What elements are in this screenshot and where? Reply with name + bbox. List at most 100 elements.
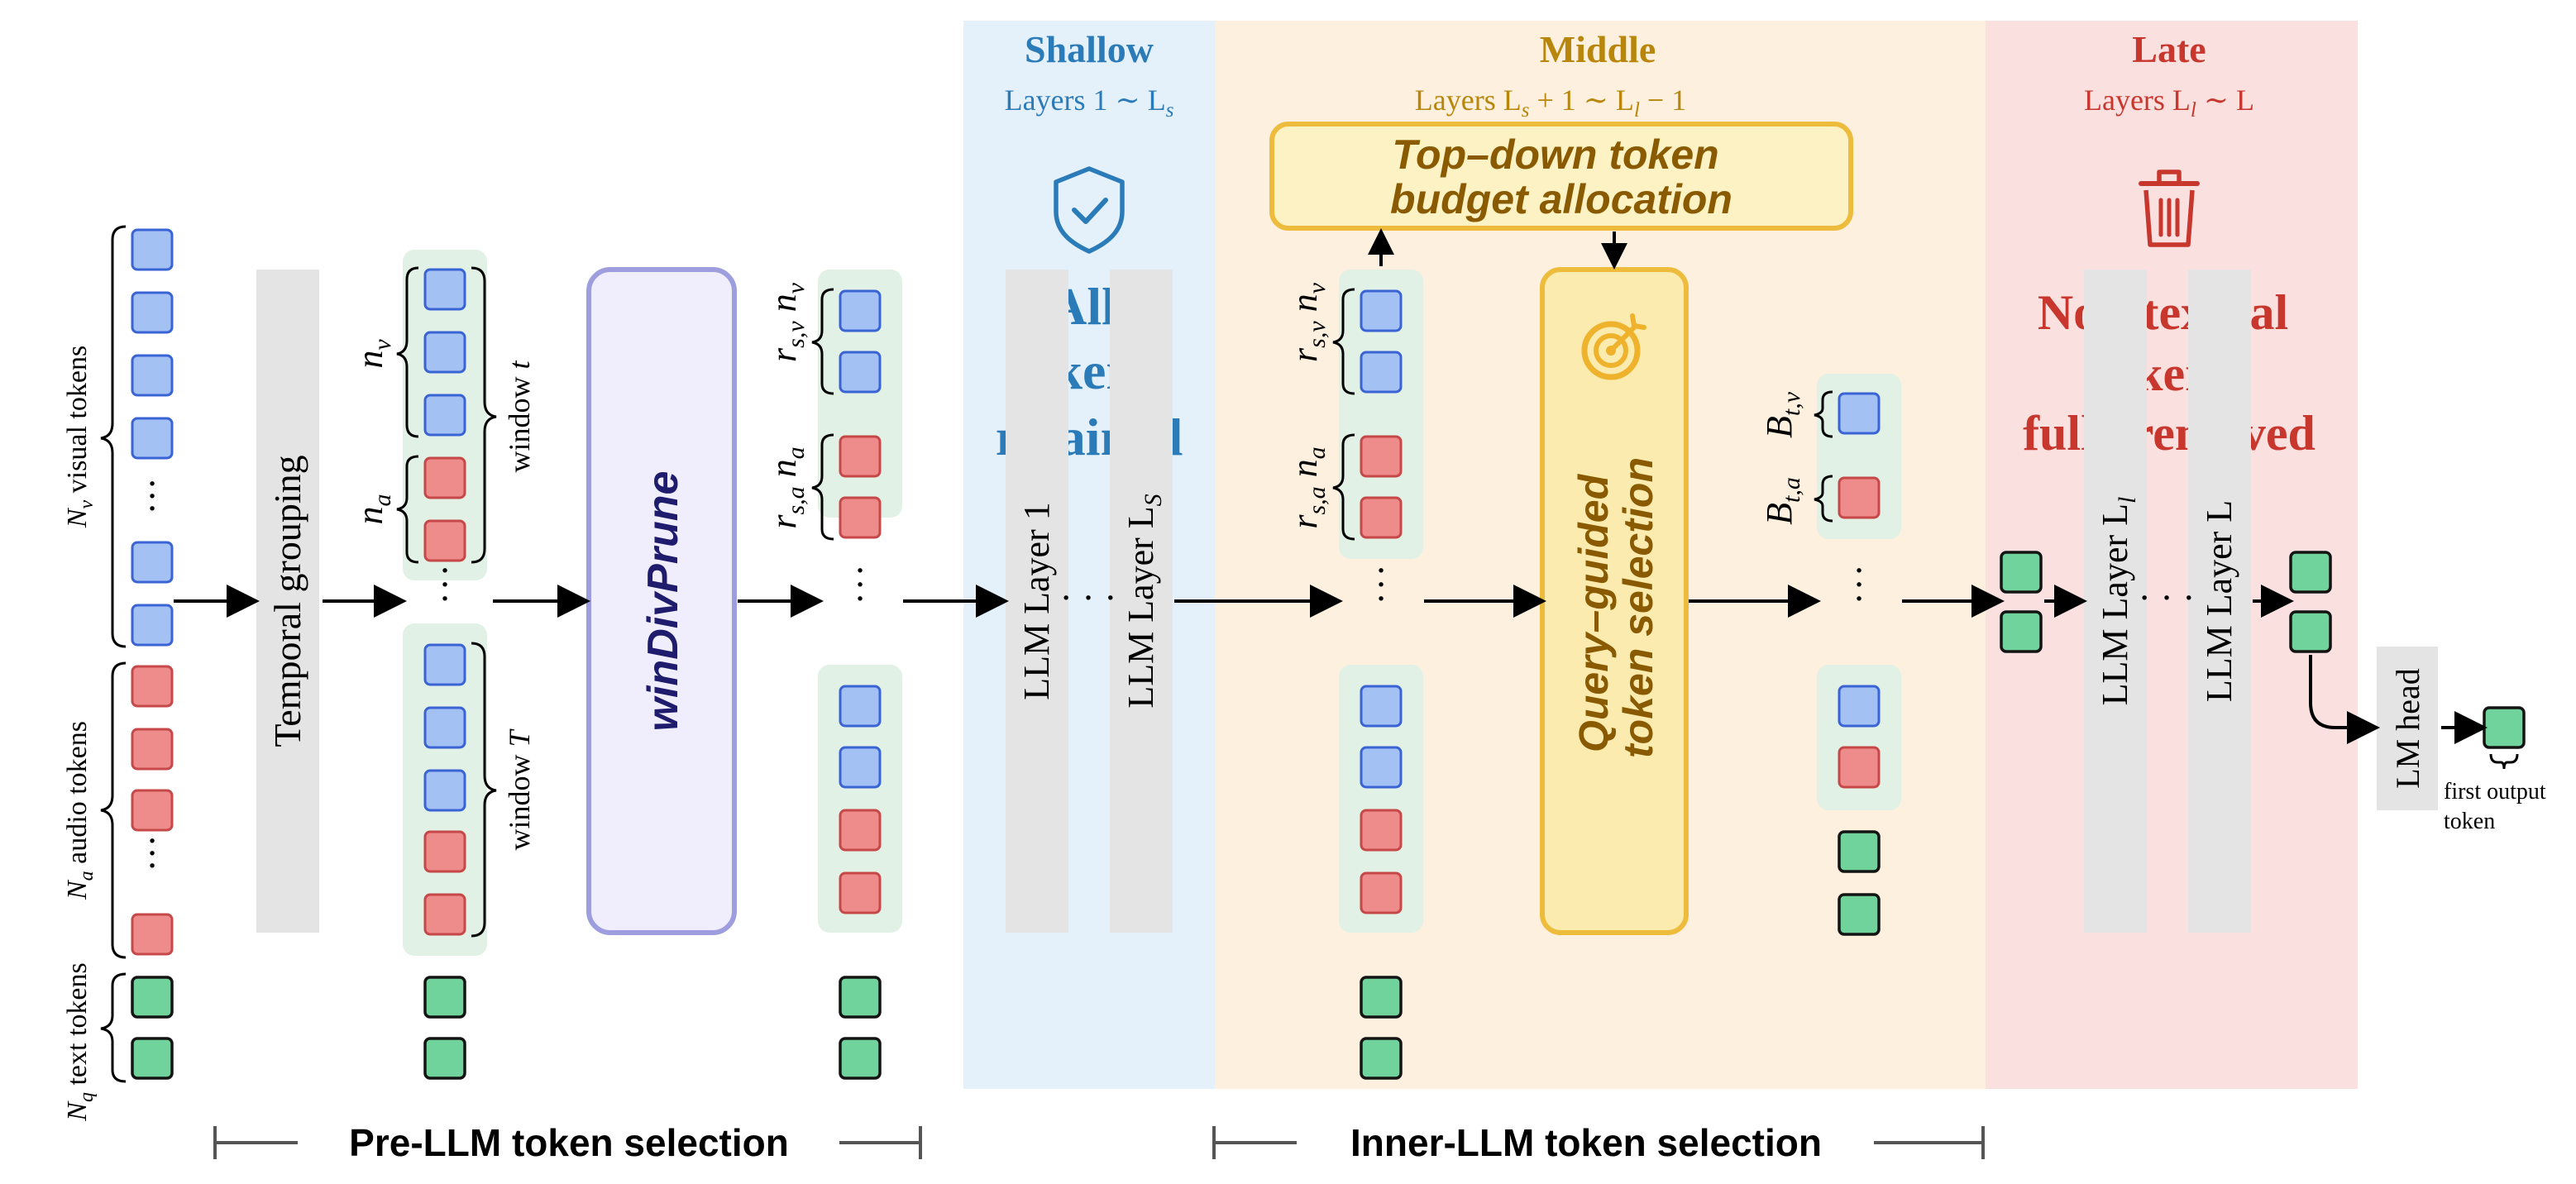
audio-brace [100, 661, 127, 959]
r-sv-label-2: rs,v nv [1284, 282, 1331, 362]
visual-token [1838, 392, 1881, 435]
middle-dots: · [1374, 577, 1387, 619]
text-token [1360, 1037, 1403, 1080]
query-guided-label: Query–guided token selection [1570, 457, 1661, 758]
temporal-grouping-bar [256, 270, 319, 933]
window-T-label: window T [503, 728, 536, 851]
audio-token [839, 435, 882, 478]
arrow-late-to-lmhead [2309, 655, 2380, 744]
r-sa-label-2: rs,a na [1284, 446, 1331, 528]
audio-dots: · [146, 844, 158, 886]
inner-llm-span [1212, 1126, 1985, 1159]
audio-tokens-label: Na audio tokens [62, 721, 98, 900]
text-token [839, 1037, 882, 1080]
middle-layers: Layers Ls + 1 ∼ Ll − 1 [1415, 84, 1686, 122]
llm-layer-L-label: LLM Layer L [2199, 500, 2239, 702]
n-a-brace [396, 455, 419, 564]
shallow-title: Shallow [1025, 28, 1154, 70]
text-token [131, 976, 174, 1019]
audio-token [131, 665, 174, 708]
text-token [2289, 551, 2332, 594]
shallow-layer-dots: · · · [1060, 576, 1117, 618]
output-token [2483, 706, 2526, 749]
visual-token [131, 417, 174, 460]
visual-token [423, 394, 466, 437]
visual-token [423, 706, 466, 749]
B-tv-brace [1814, 390, 1833, 438]
audio-dots: · [146, 819, 158, 862]
visual-token [423, 331, 466, 374]
visual-tokens-label: Nv visual tokens [62, 346, 98, 528]
visual-token [1360, 351, 1403, 394]
visual-brace [100, 225, 127, 648]
late-layer-dots: · · · [2139, 576, 2196, 618]
llm-layer-ll-bar [2084, 270, 2147, 933]
window-dots: · [438, 577, 451, 619]
visual-dots: · [146, 475, 158, 517]
visual-token [131, 541, 174, 584]
audio-token [131, 913, 174, 956]
audio-token [423, 830, 466, 873]
visual-token [839, 746, 882, 789]
pruned-dots: · [853, 549, 866, 591]
text-token [2289, 610, 2332, 653]
audio-token [1360, 435, 1403, 478]
middle-dots: · [1374, 549, 1387, 591]
budget-allocation-label: Top–down token budget allocation [1390, 131, 1732, 222]
shield-check-icon [1054, 166, 1125, 254]
r-sv-label-1: rs,v nv [763, 282, 810, 362]
r-sv-brace-2 [1332, 288, 1355, 395]
B-ta-brace [1814, 475, 1833, 523]
output-label: first output token [2444, 779, 2552, 834]
temporal-grouping-label: Temporal grouping [266, 455, 308, 747]
r-sv-brace-1 [811, 288, 834, 395]
visual-token [423, 268, 466, 311]
text-token [839, 976, 882, 1019]
text-brace [100, 972, 127, 1083]
middle-token-column: · · · [1360, 289, 1403, 1080]
B-ta-label: Bt,a [1759, 477, 1805, 525]
audio-token [839, 496, 882, 539]
window-t-brace [471, 266, 497, 564]
n-a-label: na [350, 494, 396, 525]
pruned-token-column: · · · [839, 289, 882, 1080]
text-token [2000, 610, 2043, 653]
visual-token [839, 351, 882, 394]
late-title: Late [2132, 28, 2206, 70]
pre-llm-label: Pre-LLM token selection [349, 1121, 789, 1164]
visual-token [423, 643, 466, 686]
visual-dots: · [146, 462, 158, 504]
target-icon [1581, 313, 1646, 380]
middle-title: Middle [1540, 28, 1656, 70]
budget-dots: · [1852, 563, 1865, 605]
llm-layer-L-bar [2188, 270, 2251, 933]
audio-token [131, 728, 174, 771]
window-T-brace [471, 642, 497, 938]
visual-token [423, 769, 466, 812]
shallow-stage-bg [963, 21, 1215, 1089]
r-sa-brace-2 [1332, 433, 1355, 541]
output-brace [2489, 753, 2519, 770]
text-token [2000, 551, 2043, 594]
grouped-token-column: · · · [423, 268, 466, 1080]
text-tokens-label: Nq text tokens [62, 962, 98, 1121]
late-layers: Layers Ll ∼ L [2084, 84, 2254, 122]
text-token [1838, 893, 1881, 936]
budget-allocation-box [1269, 122, 1853, 231]
input-token-column: · · · · · · [131, 228, 174, 1080]
budget-dots: · [1852, 577, 1865, 619]
audio-token [1838, 476, 1881, 519]
visual-token [1838, 685, 1881, 728]
n-v-brace [396, 266, 419, 438]
text-token [1360, 976, 1403, 1019]
text-token [423, 976, 466, 1019]
audio-token [1360, 496, 1403, 539]
llm-layer-ls-bar [1110, 270, 1173, 933]
shallow-layers: Layers 1 ∼ Ls [1005, 84, 1174, 122]
windivprune-label: winDivPrune [639, 471, 687, 732]
audio-token [423, 456, 466, 499]
visual-token [1360, 289, 1403, 332]
r-sa-brace-1 [811, 433, 834, 541]
audio-token [423, 893, 466, 936]
